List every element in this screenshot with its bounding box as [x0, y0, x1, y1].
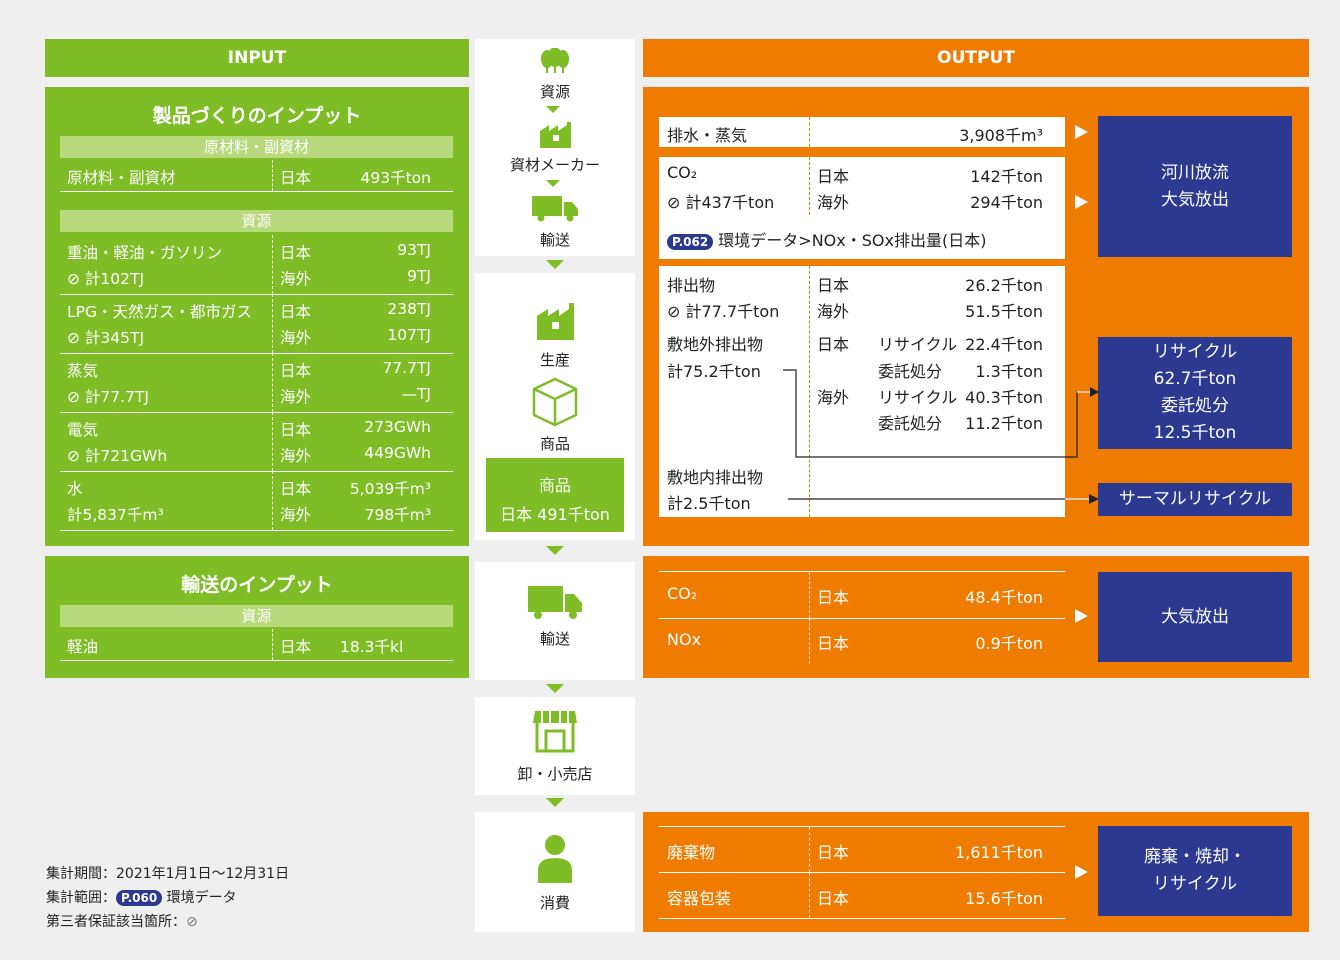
factory-icon	[537, 303, 574, 340]
check-icon: ⊘	[67, 447, 85, 465]
ref-nox-link[interactable]: P.062 環境データ>NOx・SOx排出量(日本)	[667, 227, 986, 251]
person-icon	[538, 835, 572, 883]
emissions-box: 排出物 ⊘ 計77.7千ton 日本 26.2千ton 海外 51.5千ton …	[659, 266, 1065, 517]
resources-bar: 資源	[60, 210, 453, 232]
materials-row: 原材料・副資材 日本 493千ton	[60, 160, 453, 192]
check-icon: ⊘	[667, 193, 686, 212]
period-note: 集計期間：2021年1月1日〜12月31日	[46, 866, 290, 882]
resource-row-gas: LPG・天然ガス・都市ガス ⊘ 計345TJ 日本 238TJ 海外 107TJ	[60, 294, 453, 354]
third-party-note: 第三者保証該当箇所：⊘	[46, 914, 198, 930]
resource-row-electricity: 電気 ⊘ 計721GWh 日本 273GWh 海外 449GWh	[60, 412, 453, 472]
transport-co2-row: CO₂ 日本 48.4千ton	[659, 572, 1065, 619]
right-arrow-icon	[1075, 125, 1088, 139]
goods-box: 商品 日本 491千ton	[486, 458, 624, 532]
resource-row-water: 水 計5,837千m³ 日本 5,039千m³ 海外 798千m³	[60, 471, 453, 531]
flow-production-box: 生産 商品 商品 日本 491千ton	[475, 273, 635, 540]
scope-page-link[interactable]: P.060	[116, 890, 163, 906]
input-header: INPUT	[45, 39, 469, 77]
transport-input-panel: 輸送のインプット 資源 軽油 日本 18.3千kl	[45, 556, 469, 678]
connector-lines	[783, 369, 1099, 504]
waste-row: 廃棄物 日本 1,611千ton	[659, 827, 1065, 873]
goods-label: 商品	[539, 435, 570, 453]
down-arrow-icon	[546, 180, 560, 187]
down-arrow-icon	[546, 260, 564, 269]
right-arrow-icon	[1075, 609, 1088, 623]
transport-input-title: 輸送のインプット	[181, 574, 333, 596]
disposal-box: 廃棄・焼却・ リサイクル	[1098, 826, 1292, 916]
transport1-label: 輸送	[539, 231, 570, 249]
truck-icon	[532, 196, 578, 222]
recycle-box: リサイクル 62.7千ton 委託処分 12.5千ton	[1098, 337, 1292, 449]
flow-transport-box: 輸送	[475, 562, 635, 680]
transport2-label: 輸送	[539, 630, 570, 648]
flow-consumption-box: 消費	[475, 812, 635, 932]
right-arrow-icon	[1075, 195, 1088, 209]
retail-label: 卸・小売店	[517, 765, 593, 783]
down-arrow-icon	[546, 546, 564, 555]
truck-icon	[528, 586, 582, 619]
resource-row-steam: 蒸気 ⊘ 計77.7TJ 日本 77.7TJ 海外 —TJ	[60, 353, 453, 413]
materials-bar: 原材料・副資材	[60, 136, 453, 158]
co2-box: CO₂ ⊘ 計437千ton 日本 142千ton 海外 294千ton P.0…	[659, 157, 1065, 259]
store-icon	[533, 711, 577, 753]
transport-resources-bar: 資源	[60, 605, 453, 627]
product-input-panel: 製品づくりのインプット 原材料・副資材 原材料・副資材 日本 493千ton 資…	[45, 87, 469, 546]
maker-label: 資材メーカー	[509, 156, 600, 174]
factory-icon	[540, 122, 571, 148]
production-output-panel: 排水・蒸気 3,908千m³ CO₂ ⊘ 計437千ton 日本 142千ton…	[643, 87, 1309, 546]
packaging-row: 容器包装 日本 15.6千ton	[659, 873, 1065, 919]
down-arrow-icon	[546, 684, 564, 693]
check-icon: ⊘	[67, 329, 85, 347]
down-arrow-icon	[546, 106, 560, 113]
resource-row-oil: 重油・軽油・ガソリン ⊘ 計102TJ 日本 93TJ 海外 9TJ	[60, 235, 453, 295]
product-input-title: 製品づくりのインプット	[152, 105, 362, 127]
right-arrow-icon	[1075, 865, 1088, 879]
check-icon: ⊘	[186, 914, 198, 930]
trees-icon	[541, 48, 569, 73]
check-icon: ⊘	[67, 388, 85, 406]
diesel-row: 軽油 日本 18.3千kl	[60, 629, 453, 661]
transport-nox-row: NOx 日本 0.9千ton	[659, 618, 1065, 664]
transport-output-panel: CO₂ 日本 48.4千ton NOx 日本 0.9千ton 大気放出	[643, 556, 1309, 678]
scope-note: 集計範囲：P.060 環境データ	[46, 890, 237, 906]
check-icon: ⊘	[667, 302, 686, 321]
down-arrow-icon	[546, 798, 564, 807]
river-air-box: 河川放流 大気放出	[1098, 116, 1292, 257]
flow-supply-box: 資源 資材メーカー 輸送	[475, 39, 635, 256]
box-icon	[532, 377, 578, 427]
consumption-label: 消費	[539, 894, 570, 912]
air-release-box: 大気放出	[1098, 572, 1292, 662]
production-label: 生産	[539, 351, 570, 369]
thermal-recycle-box: サーマルリサイクル	[1098, 483, 1292, 516]
consumption-output-panel: 廃棄物 日本 1,611千ton 容器包装 日本 15.6千ton 廃棄・焼却・…	[643, 812, 1309, 932]
check-icon: ⊘	[67, 270, 85, 288]
flow-retail-box: 卸・小売店	[475, 697, 635, 795]
output-header: OUTPUT	[643, 39, 1309, 77]
resource-label: 資源	[539, 83, 570, 101]
wastewater-row: 排水・蒸気 3,908千m³	[659, 117, 1065, 147]
notes: 集計期間：2021年1月1日〜12月31日 集計範囲：P.060 環境データ 第…	[46, 862, 289, 934]
